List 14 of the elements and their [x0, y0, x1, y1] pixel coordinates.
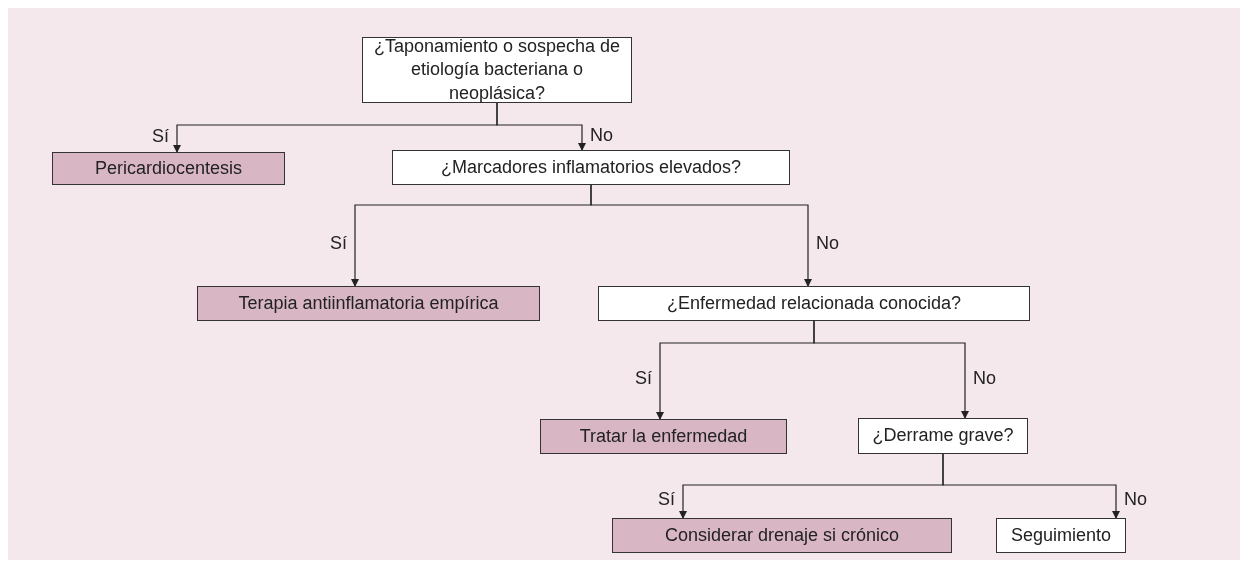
decision-box: ¿Marcadores inflamatorios elevados? [392, 150, 790, 185]
action-box: Pericardiocentesis [52, 152, 285, 185]
action-box: Considerar drenaje si crónico [612, 518, 952, 553]
edge-label: Sí [633, 369, 654, 387]
connector-arrow [942, 453, 1120, 519]
connector-arrow [813, 320, 969, 419]
action-box: Terapia antiinflamatoria empírica [197, 286, 540, 321]
outcome-box: Seguimiento [996, 518, 1126, 553]
connector-arrow [496, 102, 586, 151]
decision-box: ¿Taponamiento o sospecha de etiología bacteriana o neoplásica? [362, 37, 632, 103]
connector-arrow [590, 184, 812, 287]
action-box: Tratar la enfermedad [540, 419, 787, 454]
decision-box: ¿Enfermedad relacionada conocida? [598, 286, 1030, 321]
decision-box: ¿Derrame grave? [858, 418, 1028, 454]
